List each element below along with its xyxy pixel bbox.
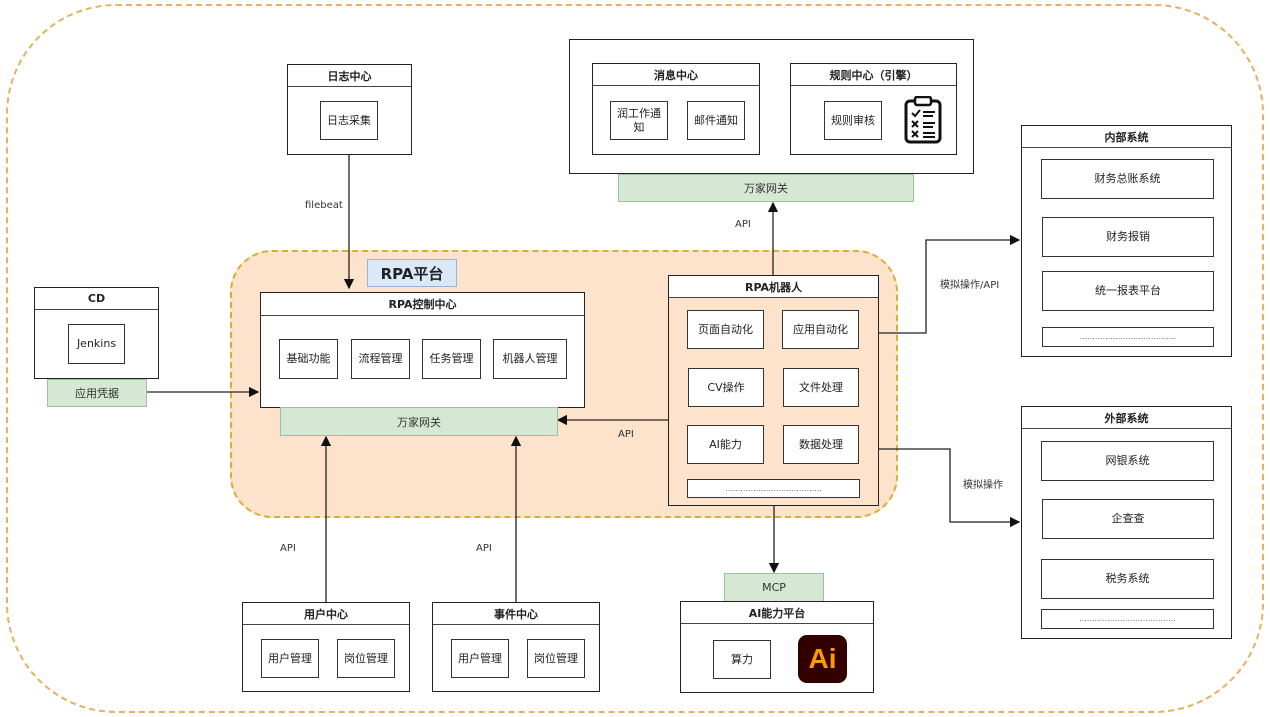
robot-to-external-connector xyxy=(879,448,1021,528)
mcp-gateway[interactable]: MCP xyxy=(724,573,824,602)
rule-review-item[interactable]: 规则审核 xyxy=(824,101,882,140)
user-center-api-label: API xyxy=(280,543,296,554)
robot-item-more[interactable]: ...................................... xyxy=(687,479,860,498)
robot-item-page-automation[interactable]: 页面自动化 xyxy=(687,310,764,349)
robot-item-app-automation[interactable]: 应用自动化 xyxy=(782,310,859,349)
user-center-post-mgmt[interactable]: 岗位管理 xyxy=(337,639,395,678)
rpa-robot-title: RPA机器人 xyxy=(669,276,878,298)
rule-center: 规则中心（引擎） 规则审核 xyxy=(790,63,957,155)
rpa-robot: RPA机器人 页面自动化 应用自动化 CV操作 文件处理 AI能力 数据处理 .… xyxy=(668,275,879,506)
ai-platform-title: AI能力平台 xyxy=(681,602,873,624)
event-center-user-mgmt[interactable]: 用户管理 xyxy=(451,639,509,678)
robot-item-data[interactable]: 数据处理 xyxy=(783,425,859,464)
clipboard-checklist-icon xyxy=(903,95,943,144)
external-item-more[interactable]: ...................................... xyxy=(1041,609,1214,629)
jenkins-item[interactable]: Jenkins xyxy=(68,324,125,364)
more-dots: ...................................... xyxy=(1079,614,1176,623)
message-center: 消息中心 润工作通知 邮件通知 xyxy=(592,63,760,155)
user-center-title: 用户中心 xyxy=(243,603,409,625)
robot-to-internal-connector xyxy=(879,234,1021,334)
internal-link-label: 模拟操作/API xyxy=(940,280,1000,291)
event-center-api-label: API xyxy=(476,543,492,554)
message-center-title: 消息中心 xyxy=(593,64,759,86)
external-item-tax[interactable]: 税务系统 xyxy=(1041,559,1214,599)
more-dots: ...................................... xyxy=(725,483,822,493)
ai-logo-text: Ai xyxy=(808,643,837,674)
control-item-basic[interactable]: 基础功能 xyxy=(279,339,338,379)
control-item-task[interactable]: 任务管理 xyxy=(422,339,481,379)
user-center: 用户中心 用户管理 岗位管理 xyxy=(242,602,410,692)
log-center-title: 日志中心 xyxy=(288,65,411,87)
external-link-label: 模拟操作 xyxy=(963,480,1003,491)
internal-item-reimburse[interactable]: 财务报销 xyxy=(1042,217,1214,257)
robot-item-file[interactable]: 文件处理 xyxy=(783,368,859,407)
app-credential[interactable]: 应用凭据 xyxy=(47,379,147,407)
platform-gateway[interactable]: 万家网关 xyxy=(280,407,558,436)
internal-item-more[interactable]: ...................................... xyxy=(1042,327,1214,347)
top-services-group: 消息中心 润工作通知 邮件通知 规则中心（引擎） 规则审核 xyxy=(569,39,974,174)
user-center-user-mgmt[interactable]: 用户管理 xyxy=(261,639,319,678)
compute-item[interactable]: 算力 xyxy=(713,640,771,679)
internal-systems: 内部系统 财务总账系统 财务报销 统一报表平台 ................… xyxy=(1021,125,1232,357)
rpa-control-center-title: RPA控制中心 xyxy=(261,293,584,316)
robot-item-ai[interactable]: AI能力 xyxy=(687,425,764,464)
control-item-robot[interactable]: 机器人管理 xyxy=(493,339,567,379)
cd-title: CD xyxy=(35,288,158,310)
more-dots: ...................................... xyxy=(1079,332,1177,341)
log-center: 日志中心 日志采集 xyxy=(287,64,412,155)
ai-platform: AI能力平台 算力 Ai xyxy=(680,601,874,693)
filebeat-label: filebeat xyxy=(305,200,343,211)
cd-box: CD Jenkins xyxy=(34,287,159,379)
event-center: 事件中心 用户管理 岗位管理 xyxy=(432,602,600,692)
rpa-control-center: RPA控制中心 基础功能 流程管理 任务管理 机器人管理 xyxy=(260,292,585,408)
top-gateway[interactable]: 万家网关 xyxy=(618,174,914,202)
external-item-qcc[interactable]: 企查查 xyxy=(1042,499,1214,539)
ai-logo-icon: Ai xyxy=(798,635,847,683)
work-notification-item[interactable]: 润工作通知 xyxy=(610,101,668,140)
rule-center-title: 规则中心（引擎） xyxy=(791,64,956,86)
control-item-process[interactable]: 流程管理 xyxy=(351,339,410,379)
log-collection-item[interactable]: 日志采集 xyxy=(320,101,378,140)
event-center-title: 事件中心 xyxy=(433,603,599,625)
outer-boundary xyxy=(6,4,1264,713)
email-notification-item[interactable]: 邮件通知 xyxy=(687,101,745,140)
top-api-label: API xyxy=(735,219,751,230)
robot-to-gateway-api-label: API xyxy=(618,429,634,440)
internal-item-ledger[interactable]: 财务总账系统 xyxy=(1041,159,1214,199)
internal-systems-title: 内部系统 xyxy=(1022,126,1231,148)
external-systems-title: 外部系统 xyxy=(1022,407,1231,429)
external-item-bank[interactable]: 网银系统 xyxy=(1041,441,1214,481)
internal-item-report[interactable]: 统一报表平台 xyxy=(1042,271,1214,311)
robot-item-cv[interactable]: CV操作 xyxy=(688,368,764,407)
event-center-post-mgmt[interactable]: 岗位管理 xyxy=(527,639,585,678)
external-systems: 外部系统 网银系统 企查查 税务系统 .....................… xyxy=(1021,406,1232,639)
rpa-platform-title: RPA平台 xyxy=(367,259,457,287)
